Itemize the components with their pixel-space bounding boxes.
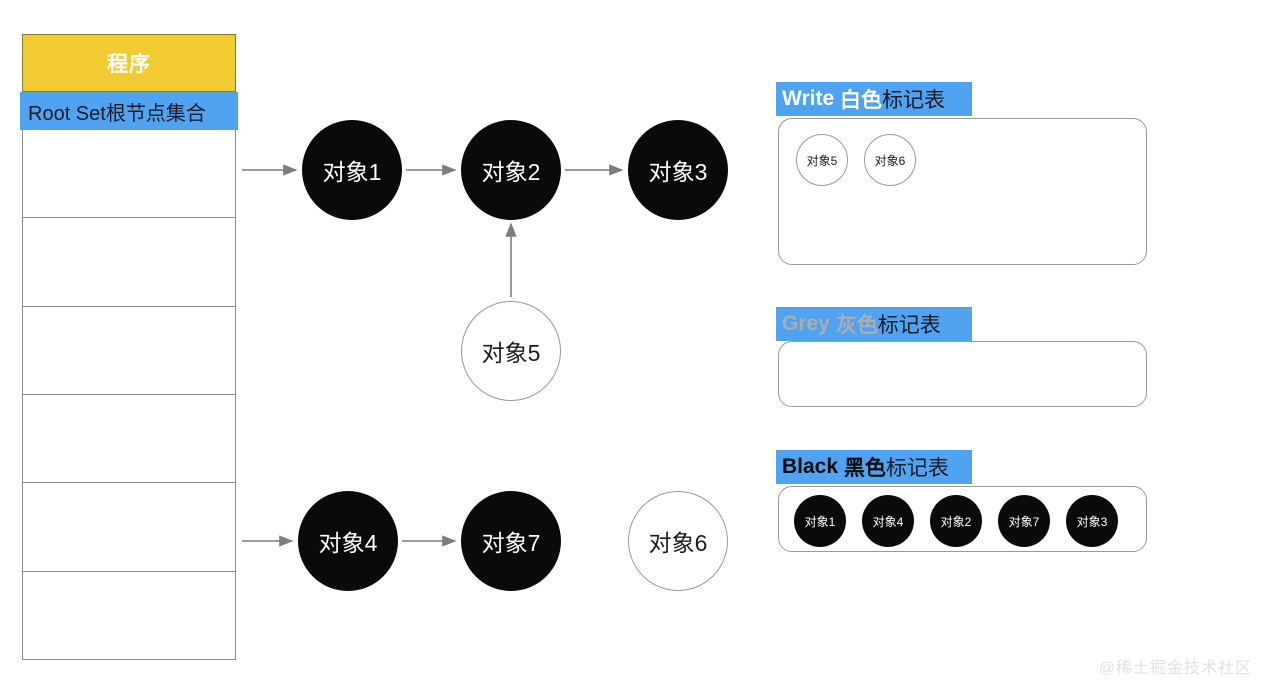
mark-table-item: 对象4 — [862, 495, 914, 547]
mark-table-title-en: Black — [782, 455, 839, 478]
object-node-obj7: 对象7 — [461, 491, 561, 591]
mark-table-body-grey — [778, 341, 1147, 407]
mark-table-title-cn: 白色 — [839, 89, 882, 112]
object-node-obj4: 对象4 — [298, 491, 398, 591]
mark-table-item: 对象3 — [1066, 495, 1118, 547]
root-set-header: Root Set根节点集合 — [20, 92, 238, 130]
mark-table-title-grey: Grey 灰色标记表 — [776, 307, 972, 341]
object-node-obj3: 对象3 — [628, 120, 728, 220]
mark-table-title-tail: 标记表 — [881, 89, 945, 112]
mark-table-item-label: 对象1 — [804, 514, 836, 529]
object-node-label: 对象3 — [648, 159, 708, 185]
object-node-obj6: 对象6 — [628, 491, 728, 591]
object-node-label: 对象6 — [648, 530, 708, 556]
mark-table-item: 对象2 — [930, 495, 982, 547]
root-set-row — [23, 130, 235, 219]
object-node-obj2: 对象2 — [461, 120, 561, 220]
root-set-table — [22, 92, 236, 660]
root-set-row — [23, 307, 235, 395]
root-set-row — [23, 572, 235, 660]
program-label: 程序 — [107, 53, 151, 76]
watermark: @稀土掘金技术社区 — [1098, 660, 1252, 677]
object-node-label: 对象7 — [481, 530, 541, 556]
root-set-row — [23, 483, 235, 572]
mark-table-title-cn: 黑色 — [843, 457, 886, 480]
mark-table-item-label: 对象5 — [806, 153, 838, 168]
root-set-row — [23, 218, 235, 307]
mark-table-item-label: 对象7 — [1008, 514, 1040, 529]
object-node-label: 对象5 — [481, 340, 541, 366]
mark-table-item: 对象6 — [864, 134, 916, 186]
mark-table-title-write: Write 白色标记表 — [776, 82, 972, 116]
mark-table-item-label: 对象6 — [874, 153, 906, 168]
mark-table-item: 对象5 — [796, 134, 848, 186]
mark-table-title-tail: 标记表 — [885, 457, 949, 480]
mark-table-item-label: 对象4 — [872, 514, 904, 529]
object-node-label: 对象4 — [318, 530, 378, 556]
program-box: 程序 — [22, 34, 236, 92]
object-node-label: 对象2 — [481, 159, 541, 185]
mark-table-title-en: Write — [782, 87, 835, 110]
mark-table-item-label: 对象2 — [940, 514, 972, 529]
mark-table-items-black: 对象1 对象4 对象2 对象7 对象3 — [794, 495, 1118, 547]
mark-table-title-black: Black 黑色标记表 — [776, 450, 972, 484]
mark-table-item: 对象7 — [998, 495, 1050, 547]
object-node-obj1: 对象1 — [302, 120, 402, 220]
mark-table-title-cn: 灰色 — [835, 314, 878, 337]
mark-table-item-label: 对象3 — [1076, 514, 1108, 529]
mark-table-title-en: Grey — [782, 312, 830, 335]
mark-table-item: 对象1 — [794, 495, 846, 547]
object-node-label: 对象1 — [322, 159, 382, 185]
object-node-obj5: 对象5 — [461, 301, 561, 401]
root-set-header-label: Root Set根节点集合 — [28, 102, 206, 125]
root-set-row — [23, 395, 235, 484]
mark-table-title-tail: 标记表 — [877, 314, 941, 337]
mark-table-items-write: 对象5 对象6 — [796, 134, 916, 186]
